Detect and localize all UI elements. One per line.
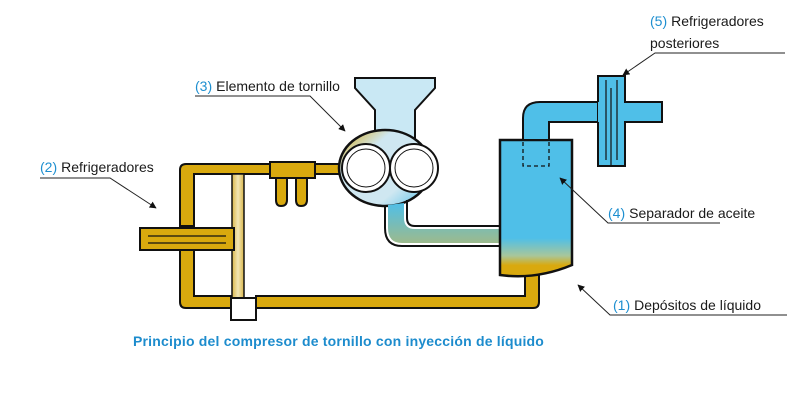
label-text: posteriores [650,35,720,51]
label-aftercooler: (5)Refrigeradores [650,13,764,30]
screw-element [337,77,529,263]
label-number: (2) [40,159,58,175]
label-oil-cooler: (2)Refrigeradores [40,159,154,176]
label-text: Refrigeradores [671,13,764,29]
label-number: (4) [608,205,626,221]
oil-separator [498,101,599,278]
label-text: Depósitos de líquido [634,297,761,313]
diagram-caption: Principio del compresor de tornillo con … [133,333,545,349]
label-text: Elemento de tornillo [216,78,340,94]
label-number: (1) [613,297,631,313]
leader-lines [40,52,787,316]
aftercooler [597,75,663,167]
label-aftercooler-line2: posteriores [650,35,719,52]
oil-cooler [139,227,235,251]
label-text: Separador de aceite [629,205,756,221]
oil-filter [269,161,316,208]
label-text: Refrigeradores [61,159,154,175]
label-oil-separator: (4)Separador de aceite [608,205,755,222]
valve [230,297,257,321]
label-number: (3) [195,78,213,94]
label-liquid-sump: (1)Depósitos de líquido [613,297,761,314]
label-screw-element: (3)Elemento de tornillo [195,78,340,95]
label-number: (5) [650,13,668,29]
